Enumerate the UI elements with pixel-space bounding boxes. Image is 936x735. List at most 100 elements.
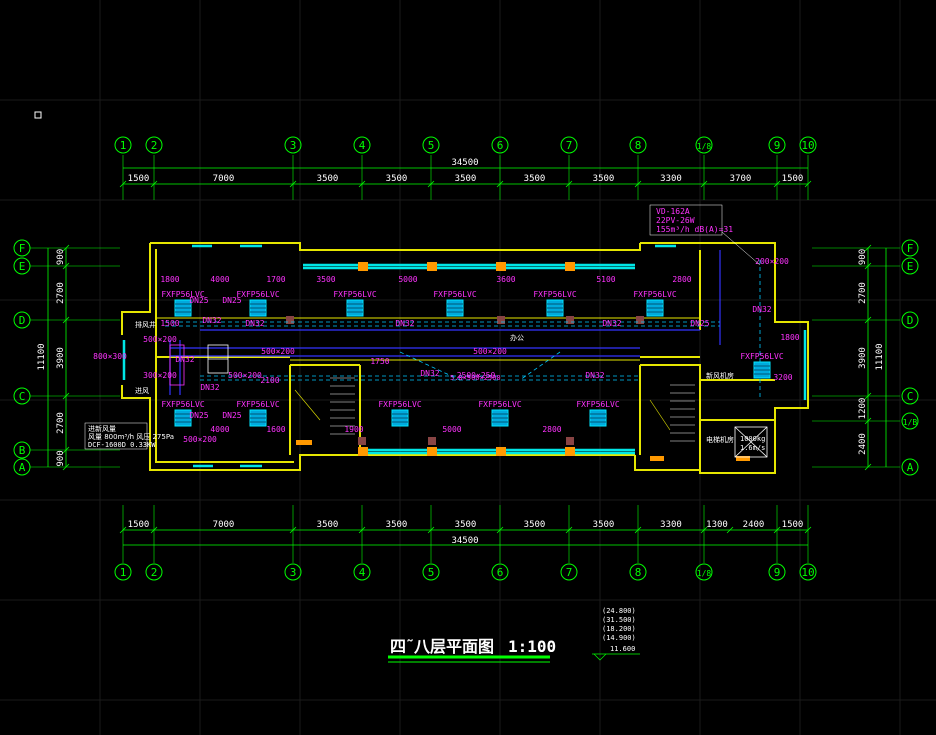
dim-top-tick-4: [427, 180, 435, 188]
dim-left-tick-0: [62, 244, 70, 252]
column-bubble-bottom-1-8: 1/8: [695, 563, 713, 581]
fan-coil-unit-9: FXFP56LVC: [478, 400, 522, 427]
dim-bottom-tick-2: [289, 526, 297, 534]
pipe-label-12: DN32: [752, 305, 771, 314]
dim-top-label-3: 3500: [386, 174, 408, 184]
dim-bottom-tick-5: [496, 526, 504, 534]
fan-coil-label-7: FXFP56LVC: [236, 400, 280, 409]
column-bubble-top-4-label: 4: [359, 139, 366, 152]
column-bubble-top-10: 10: [799, 136, 817, 154]
row-bubble-right-F-label: F: [907, 242, 914, 255]
fan-coil-label-2: FXFP56LVC: [333, 290, 377, 299]
elevation-2: (31.500): [602, 616, 636, 624]
row-bubble-right-1-B: 1/B: [901, 412, 919, 430]
duct-label-5: 800×300: [93, 352, 127, 361]
row-bubble-left-C: C: [13, 387, 31, 405]
elevation-5: 11.600: [610, 645, 635, 653]
column-bubble-bottom-5-label: 5: [428, 566, 435, 579]
dim-right-label-0: 900: [858, 249, 868, 265]
column-bubble-bottom-3-label: 3: [290, 566, 297, 579]
room-dim-3: 3500: [316, 275, 335, 284]
fan-coil-label-0: FXFP56LVC: [161, 290, 205, 299]
duct-label-7: 2500×250: [457, 371, 496, 380]
room-dim-1: 4000: [210, 275, 229, 284]
dim-top-tick-2: [289, 180, 297, 188]
dim-right-label-4: 2400: [858, 433, 868, 455]
column-bubble-top-8-label: 8: [635, 139, 642, 152]
column-bubble-top-1-8: 1/8: [695, 136, 713, 154]
dim-top-label-2: 3500: [317, 174, 339, 184]
dim-top-label-7: 3300: [660, 174, 682, 184]
room-dim-16: 3200: [773, 373, 792, 382]
column-bubble-bottom-2: 2: [145, 563, 163, 581]
duct-label-2: 500×200: [473, 347, 507, 356]
column-bubble-bottom-9: 9: [768, 563, 786, 581]
dim-top-label-9: 1500: [782, 174, 804, 184]
column-bubble-bottom-10-label: 10: [801, 566, 814, 579]
unit-left-line1: 进新风量: [88, 424, 116, 433]
duct-label-6: 300×200: [143, 371, 177, 380]
dim-bottom-tick-0: [119, 526, 127, 534]
dim-top-tick-5: [496, 180, 504, 188]
elevation-3: (18.200): [602, 625, 636, 633]
dim-top-tick-10: [804, 180, 812, 188]
column-bubble-top-1: 1: [114, 136, 132, 154]
axis-lines-horizontal: [30, 247, 900, 468]
pipe-label-3: DN32: [245, 319, 264, 328]
row-bubble-right-1-B-label: 1/B: [903, 418, 918, 427]
column-bubble-top-8: 8: [629, 136, 647, 154]
pipe-label-8: DN32: [200, 383, 219, 392]
fan-coil-label-1: FXFP56LVC: [236, 290, 280, 299]
column-bubble-top-5-label: 5: [428, 139, 435, 152]
room-dim-7: 2800: [672, 275, 691, 284]
column-bubble-top-5: 5: [422, 136, 440, 154]
dim-top-tick-3: [358, 180, 366, 188]
building-walls: [121, 242, 809, 474]
ductwork: [169, 250, 721, 395]
dim-bottom-tick-3: [358, 526, 366, 534]
fan-coil-label-10: FXFP56LVC: [576, 400, 620, 409]
dim-bottom-label-10: 1500: [782, 520, 804, 530]
fan-coil-units: FXFP56LVC FXFP56LVC FXFP56LVC FXFP56LVC FXFP…: [161, 290, 784, 427]
dim-top-tick-9: [773, 180, 781, 188]
pipe-label-7: DN25: [222, 411, 241, 420]
pipework: [165, 260, 761, 400]
column-bubble-bottom-1-8-label: 1/8: [697, 569, 712, 578]
fan-coil-unit-4: FXFP56LVC: [533, 290, 577, 317]
dim-right-total: 11100: [875, 343, 885, 370]
row-bubble-left-D-label: D: [19, 314, 26, 327]
dim-left-label-3: 2700: [56, 412, 66, 434]
dim-left-label-0: 900: [56, 249, 66, 265]
dim-bottom-label-9: 2400: [743, 520, 765, 530]
room-dim-8: 1500: [160, 319, 179, 328]
fan-coil-unit-2: FXFP56LVC: [333, 290, 377, 317]
column-bubble-top-2: 2: [145, 136, 163, 154]
fan-coil-label-9: FXFP56LVC: [478, 400, 522, 409]
dim-bottom-label-2: 3500: [317, 520, 339, 530]
duct-label-0: 500×200: [143, 335, 177, 344]
column-bubble-top-9: 9: [768, 136, 786, 154]
fan-coil-unit-0: FXFP56LVC: [161, 290, 205, 317]
column-bubble-bottom-1-label: 1: [120, 566, 127, 579]
dim-right-tick-1: [864, 262, 872, 270]
column-bubble-bottom-10: 10: [799, 563, 817, 581]
dim-right-tick-0: [864, 244, 872, 252]
duct-label-4: 500×200: [183, 435, 217, 444]
elevation-1: (24.800): [602, 607, 636, 615]
row-bubble-left-D: D: [13, 311, 31, 329]
stairs: [294, 377, 695, 442]
room-tags: 办公 新风机房 电梯机房 1000kg 1.6m/s 排风井 进风 5.8×50…: [135, 320, 765, 452]
room-tag-elevator-load: 1000kg: [740, 435, 765, 443]
room-dim-14: 5000: [442, 425, 461, 434]
pipe-label-5: DN32: [602, 319, 621, 328]
dim-top-label-6: 3500: [593, 174, 615, 184]
dim-right-tick-4: [864, 417, 872, 425]
pipe-label-13: DN25: [690, 319, 709, 328]
room-tag-fresh-air-room: 新风机房: [706, 371, 734, 380]
room-tag-office: 办公: [510, 333, 524, 342]
dim-top-label-0: 1500: [128, 174, 150, 184]
dim-right-label-1: 2700: [858, 282, 868, 304]
